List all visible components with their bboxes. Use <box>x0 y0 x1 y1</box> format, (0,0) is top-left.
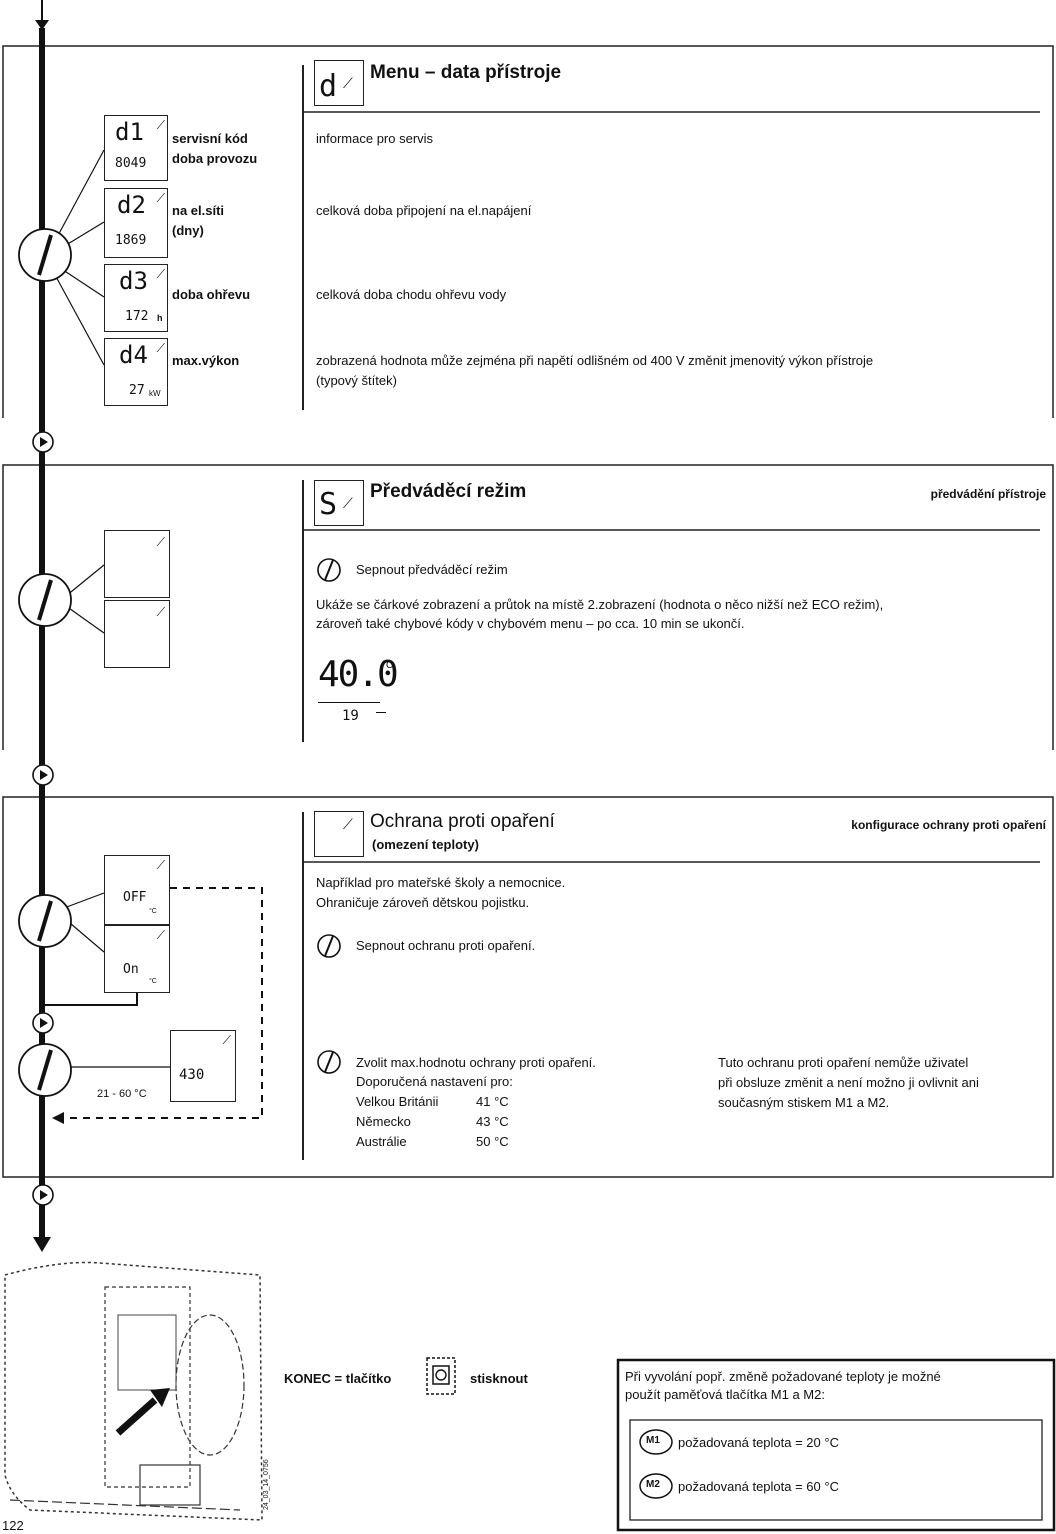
rotary-knob-icon <box>18 894 72 948</box>
lcd-display-limit: ⟋ 430 <box>170 1030 236 1102</box>
section-subtitle-scald: (omezení teploty) <box>372 837 479 852</box>
wrench-icon: ⟋ <box>156 267 165 281</box>
scald-note1: Tuto ochranu proti opaření nemůže uživat… <box>718 1055 969 1070</box>
knob-turn-icon <box>317 1050 341 1074</box>
demo-display-unit: °C <box>382 660 394 671</box>
rotary-knob-icon <box>18 1043 72 1097</box>
label-heating-time: doba ohřevu <box>172 287 251 302</box>
action-demo: Sepnout předváděcí režim <box>356 562 508 577</box>
wrench-icon: ⟋ <box>156 191 165 205</box>
scald-recommended: Doporučená nastavení pro: <box>356 1074 513 1089</box>
figure-code: 24_03_14_0756 <box>263 1459 270 1510</box>
m1-label: M1 <box>646 1435 660 1446</box>
scald-note3: současným stiskem M1 a M2. <box>718 1095 890 1110</box>
section-right-title-demo: předvádění přístroje <box>930 487 1046 501</box>
knob-turn-icon <box>317 934 341 958</box>
label-grid-connection: na el.síti <box>172 203 225 218</box>
wrench-icon: ⟋ <box>343 75 353 91</box>
wrench-icon: ⟋ <box>156 858 165 872</box>
m2-button-icon <box>639 1473 673 1499</box>
menu-s-symbol: S ⟋ <box>314 480 364 526</box>
rotary-knob-icon <box>18 573 72 627</box>
scald-line1: Například pro mateřské školy a nemocnice… <box>316 875 566 890</box>
range-label: 21 - 60 °C <box>97 1088 147 1100</box>
device-illustration <box>4 1261 263 1521</box>
desc-d1: informace pro servis <box>316 131 434 146</box>
wrench-icon: ⟋ <box>156 535 165 549</box>
label-days: (dny) <box>172 223 204 238</box>
lcd-display-d2: d2 ⟋ 1869 <box>104 188 168 258</box>
scald-note2: při obsluze změnit a není možno ji ovliv… <box>718 1075 979 1090</box>
temp-unit-icon: °C <box>149 978 157 985</box>
desc-d3: celková doba chodu ohřevu vody <box>316 287 507 302</box>
scald-line2: Ohraničuje zároveň dětskou pojistku. <box>316 895 530 910</box>
lcd-display-d3: d3 ⟋ 172 h <box>104 264 168 332</box>
section-title-data: Menu – data přístroje <box>370 62 562 83</box>
country-value: 43 °C <box>476 1114 509 1129</box>
play-icon <box>32 431 54 453</box>
wrench-icon: ⟋ <box>343 816 353 832</box>
menu-scald-symbol: ⟋ <box>314 811 364 857</box>
section-right-title-scald: konfigurace ochrany proti opaření <box>851 818 1046 832</box>
desc-d4-line2: (typový štítek) <box>316 373 397 388</box>
konec-action: stisknout <box>470 1371 528 1386</box>
demo-display-value: 40.0 <box>318 654 399 695</box>
lcd-display-on: ⟋ On °C <box>104 925 170 993</box>
desc-d4-line1: zobrazená hodnota může zejména při napět… <box>316 353 874 368</box>
desc-d2: celková doba připojení na el.napájení <box>316 203 532 218</box>
country-value: 41 °C <box>476 1094 509 1109</box>
desc-demo-line1: Ukáže se čárkové zobrazení a průtok na m… <box>316 597 884 612</box>
country-name: Velkou Británii <box>356 1094 439 1109</box>
konec-label: KONEC = tlačítko <box>284 1371 392 1386</box>
m1-text: požadovaná teplota = 20 °C <box>678 1435 839 1450</box>
m1-button-icon <box>639 1429 673 1455</box>
wrench-icon: ⟋ <box>156 118 165 132</box>
end-button-icon <box>426 1357 456 1395</box>
country-value: 50 °C <box>476 1134 509 1149</box>
country-name: Německo <box>356 1114 411 1129</box>
section-title-demo: Předváděcí režim <box>370 481 527 502</box>
knob-turn-icon <box>317 558 341 582</box>
demo-display-flow: 19 <box>342 708 359 724</box>
label-operating-time: doba provozu <box>172 151 258 166</box>
lcd-display-off: ⟋ OFF °C <box>104 855 170 925</box>
rotary-knob-icon <box>18 228 72 282</box>
wrench-icon: ⟋ <box>156 605 165 619</box>
lcd-display-d4: d4 ⟋ 27 kW <box>104 338 168 406</box>
play-icon <box>32 1012 54 1034</box>
play-icon <box>32 1184 54 1206</box>
lcd-display-demo-1: ⟋ <box>104 530 170 598</box>
demo-bar <box>318 702 380 703</box>
scald-action1: Sepnout ochranu proti opaření. <box>356 938 536 953</box>
flow-icon <box>376 712 386 713</box>
memory-intro-1: Při vyvolání popř. změně požadované tepl… <box>625 1369 941 1384</box>
lcd-display-d1: d1 ⟋ 8049 <box>104 115 168 181</box>
wrench-icon: ⟋ <box>222 1033 231 1047</box>
country-name: Austrálie <box>356 1134 407 1149</box>
scald-action2: Zvolit max.hodnotu ochrany proti opaření… <box>356 1055 596 1070</box>
label-max-power: max.výkon <box>172 353 240 368</box>
section-title-scald: Ochrana proti opaření <box>370 811 555 832</box>
lcd-display-demo-2: ⟋ <box>104 600 170 668</box>
wrench-icon: ⟋ <box>156 341 165 355</box>
memory-intro-2: použít paměťová tlačítka M1 a M2: <box>625 1387 825 1402</box>
page-number: 122 <box>2 1518 24 1533</box>
m2-label: M2 <box>646 1479 660 1490</box>
temp-unit-icon: °C <box>149 908 157 915</box>
desc-demo-line2: zároveň také chybové kódy v chybovém men… <box>316 616 745 631</box>
play-icon <box>32 764 54 786</box>
wrench-icon: ⟋ <box>156 928 165 942</box>
menu-d-symbol: d ⟋ <box>314 60 364 106</box>
m2-text: požadovaná teplota = 60 °C <box>678 1479 839 1494</box>
label-service-code: servisní kód <box>172 131 248 146</box>
wrench-icon: ⟋ <box>343 495 353 511</box>
